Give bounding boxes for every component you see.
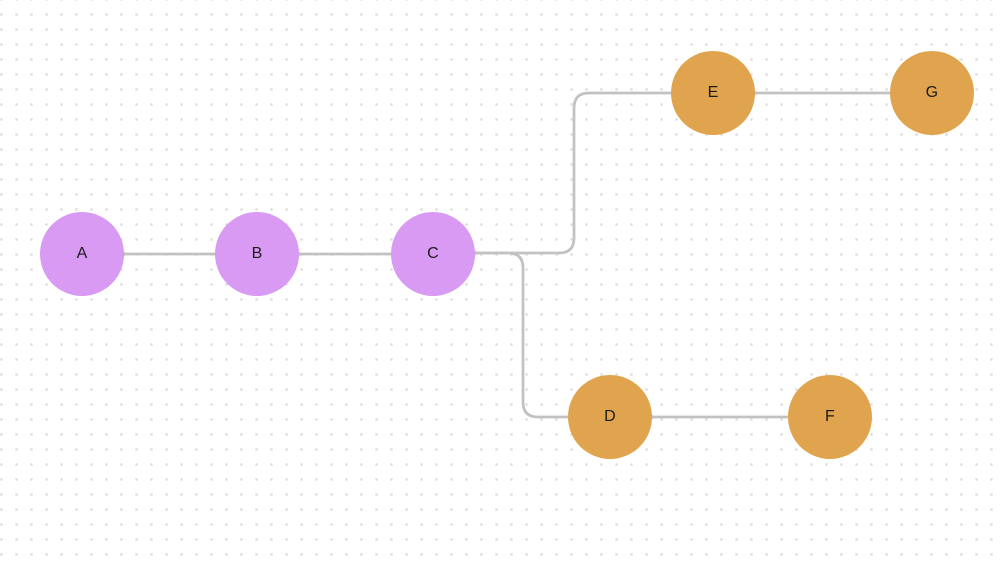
node-label: G <box>925 84 939 101</box>
node-A[interactable]: A <box>40 212 124 296</box>
node-label: A <box>76 245 88 262</box>
node-label: F <box>825 408 835 425</box>
node-C[interactable]: C <box>391 212 475 296</box>
node-label: C <box>427 245 439 262</box>
node-label: D <box>604 408 616 425</box>
edge-E-C[interactable] <box>457 91 671 266</box>
node-D[interactable]: D <box>568 375 652 459</box>
node-label: B <box>251 245 263 262</box>
node-G[interactable]: G <box>890 51 974 135</box>
edge-D-C[interactable] <box>457 240 568 419</box>
node-F[interactable]: F <box>788 375 872 459</box>
node-label: E <box>707 84 719 101</box>
node-E[interactable]: E <box>671 51 755 135</box>
node-B[interactable]: B <box>215 212 299 296</box>
